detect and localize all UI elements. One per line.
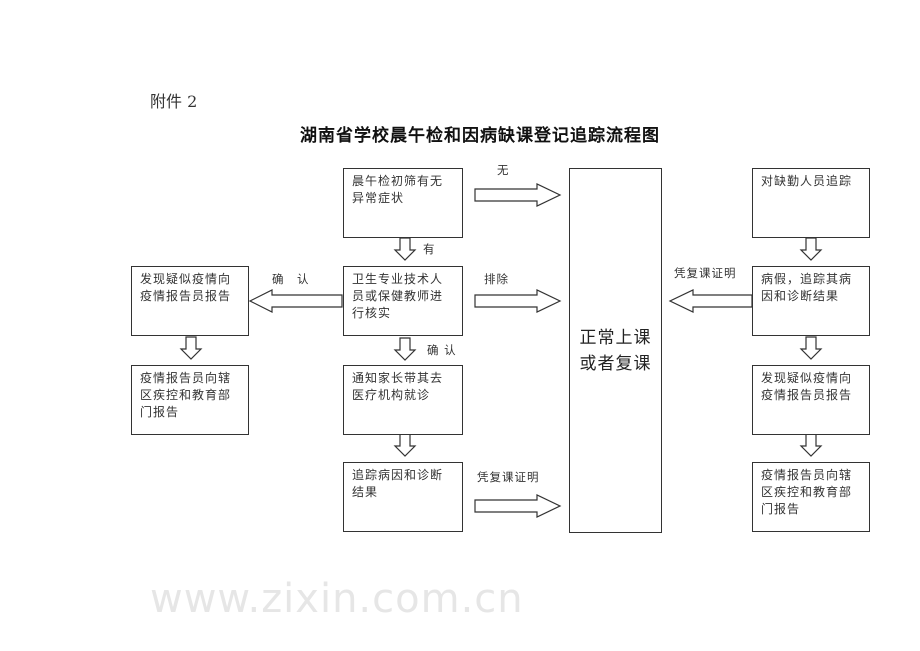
arrow-right-certificate (474, 494, 562, 518)
label-certificate-right: 凭复课证明 (674, 266, 737, 280)
right-sick-leave-box: 病假，追踪其病因和诊断结果 (752, 266, 870, 336)
arrow-down-center-3 (393, 433, 417, 457)
label-none: 无 (497, 163, 510, 177)
left-report-suspected-box: 发现疑似疫情向疫情报告员报告 (131, 266, 249, 336)
right-track-absent-box: 对缺勤人员追踪 (752, 168, 870, 238)
arrow-right-none (474, 183, 562, 207)
screening-box: 晨午检初筛有无异常症状 (343, 168, 463, 238)
page-title: 湖南省学校晨午检和因病缺课登记追踪流程图 (300, 126, 660, 146)
label-confirm-left: 确 认 (272, 272, 310, 286)
arrow-down-yes (393, 237, 417, 261)
watermark: www.zixin.com.cn (150, 576, 524, 622)
result-line-2: 或者复课 (579, 353, 652, 374)
notify-parent-box: 通知家长带其去医疗机构就诊 (343, 365, 463, 435)
arrow-down-confirm (393, 337, 417, 361)
left-report-district-box: 疫情报告员向辖区疾控和教育部门报告 (131, 365, 249, 435)
label-certificate-center: 凭复课证明 (477, 470, 540, 484)
result-line-1: 正常上课 (579, 327, 652, 348)
right-report-suspected-box: 发现疑似疫情向疫情报告员报告 (752, 365, 870, 435)
attachment-label: 附件 2 (150, 92, 198, 111)
arrow-left-certificate (668, 289, 753, 313)
arrow-down-right-2 (799, 336, 823, 360)
arrow-down-right-1 (799, 237, 823, 261)
arrow-left-confirm (248, 289, 343, 313)
track-diagnosis-box: 追踪病因和诊断结果 (343, 462, 463, 532)
arrow-down-left (179, 336, 203, 360)
arrow-down-right-3 (799, 433, 823, 457)
label-yes: 有 (423, 242, 436, 256)
result-box: 正常上课 或者复课 (569, 168, 662, 533)
verify-box: 卫生专业技术人员或保健教师进行核实 (343, 266, 463, 336)
label-confirm-down: 确 认 (427, 343, 457, 357)
right-report-district-box: 疫情报告员向辖区疾控和教育部门报告 (752, 462, 870, 532)
label-excluded: 排除 (484, 272, 509, 286)
arrow-right-excluded (474, 289, 562, 313)
